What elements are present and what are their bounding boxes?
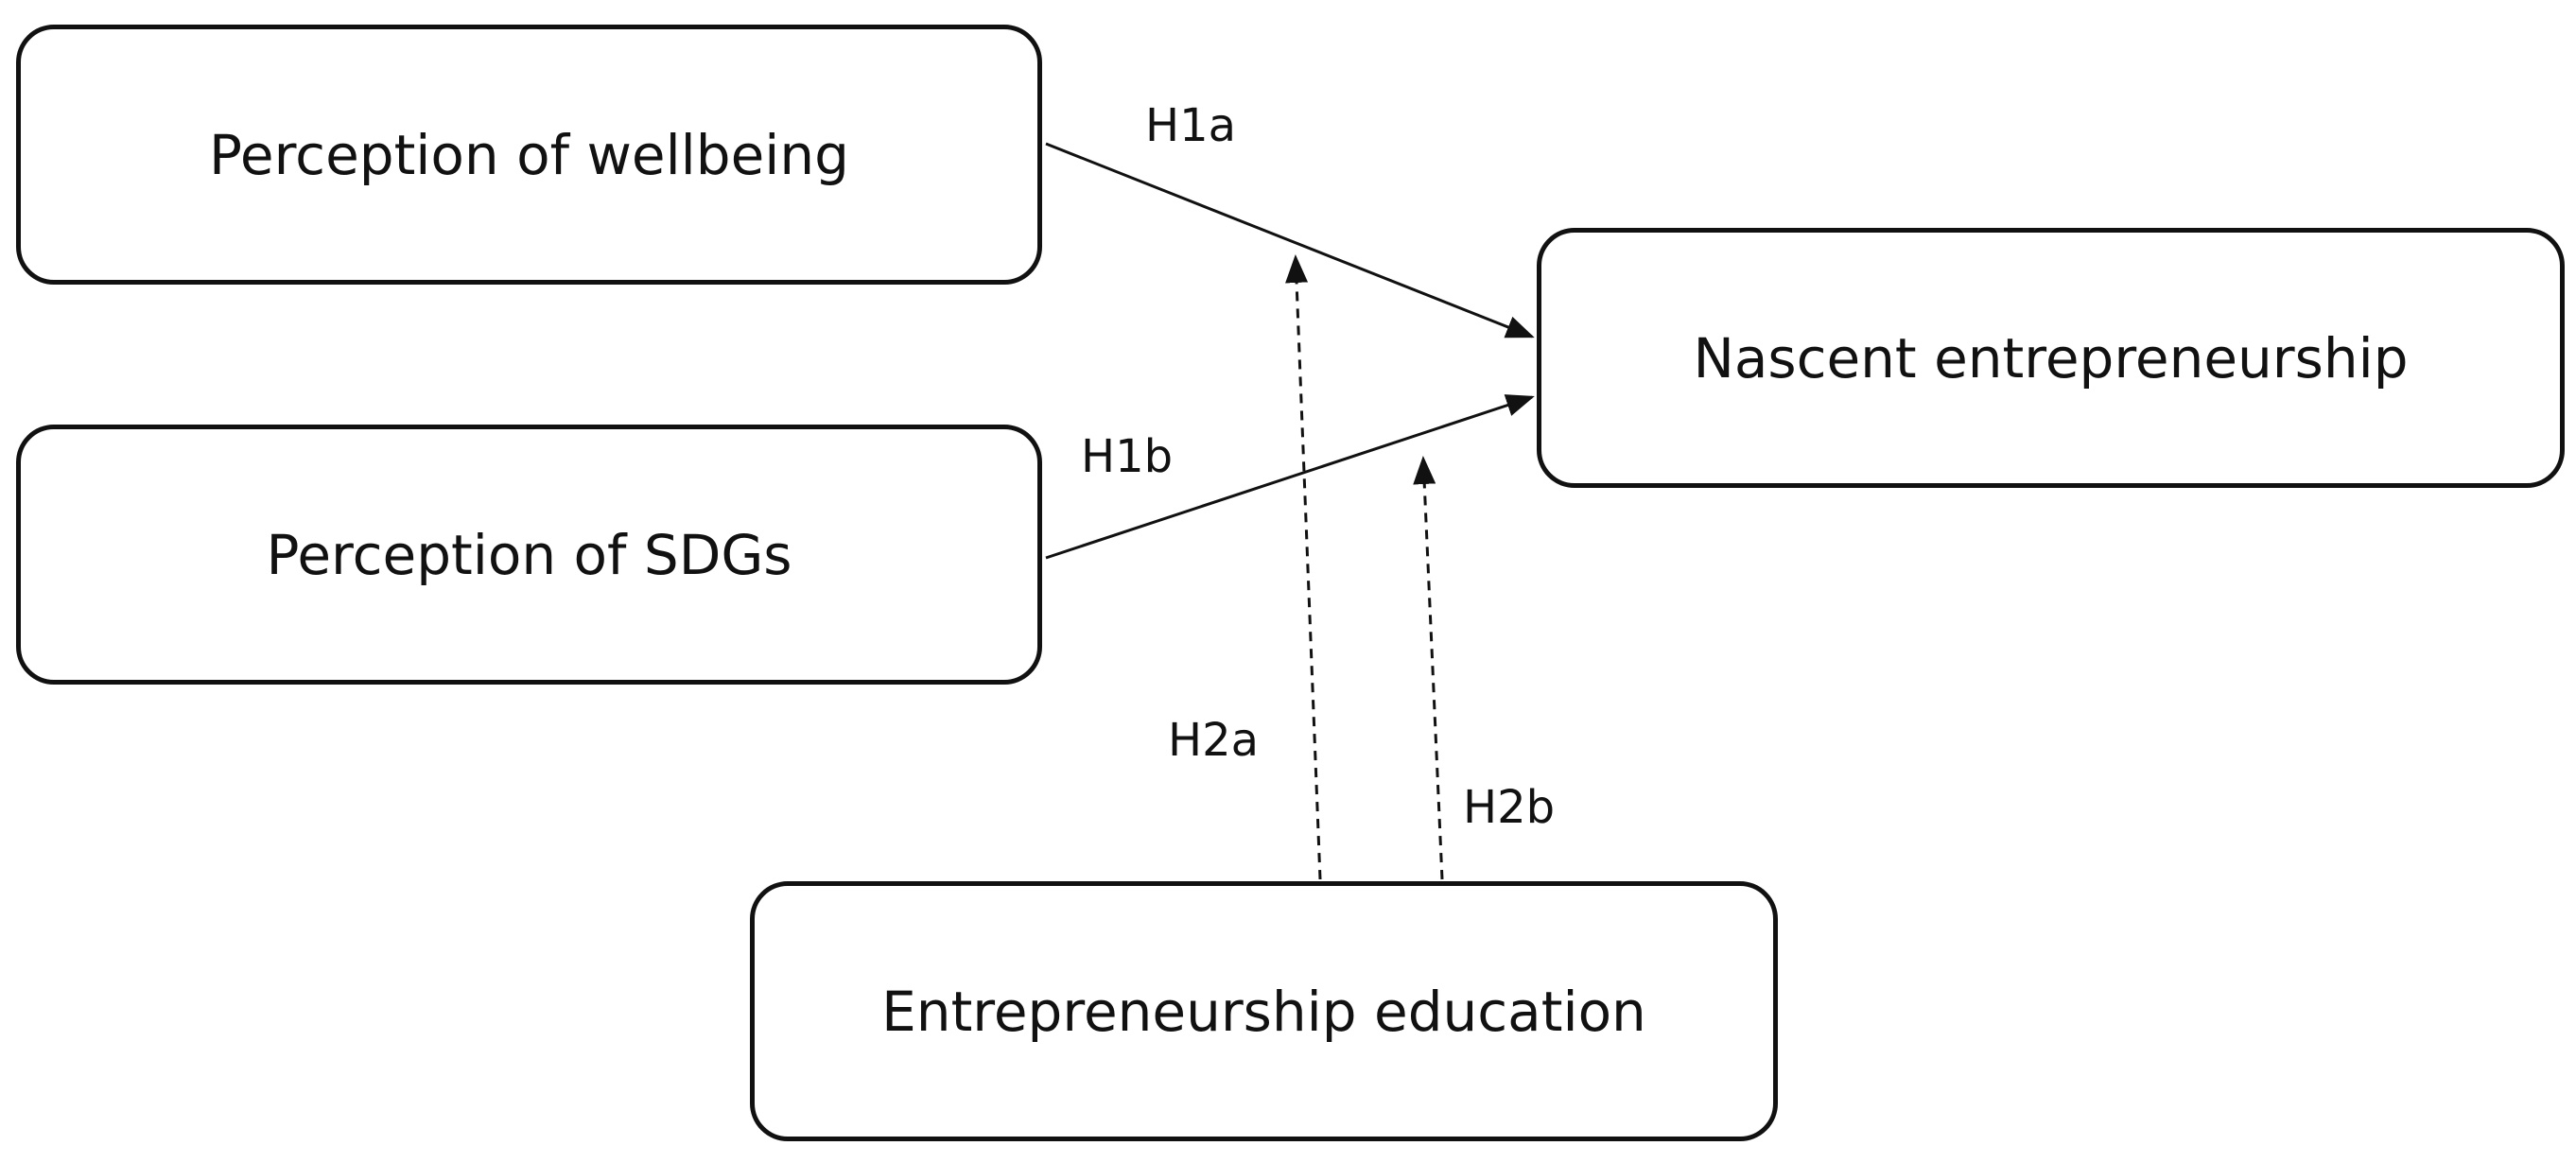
node-perception-of-wellbeing: Perception of wellbeing bbox=[16, 25, 1042, 285]
node-entrepreneurship-education: Entrepreneurship education bbox=[750, 881, 1778, 1141]
node-label: Entrepreneurship education bbox=[881, 979, 1646, 1044]
node-nascent-entrepreneurship: Nascent entrepreneurship bbox=[1537, 228, 2565, 488]
edge-h1a-arrow bbox=[1045, 142, 1535, 338]
edge-label-h2a: H2a bbox=[1168, 714, 1260, 767]
edge-label-h1a: H1a bbox=[1145, 99, 1237, 152]
node-label: Perception of wellbeing bbox=[209, 122, 849, 187]
edge-label-h1b: H1b bbox=[1081, 430, 1174, 483]
edge-h1b-arrow bbox=[1045, 394, 1535, 560]
node-perception-of-sdgs: Perception of SDGs bbox=[16, 425, 1042, 685]
node-label: Nascent entrepreneurship bbox=[1693, 325, 2409, 391]
edge-h2a-arrow bbox=[1285, 254, 1322, 880]
edge-label-h2b: H2b bbox=[1463, 781, 1556, 834]
node-label: Perception of SDGs bbox=[266, 522, 792, 587]
edge-h2b-arrow bbox=[1413, 456, 1444, 880]
